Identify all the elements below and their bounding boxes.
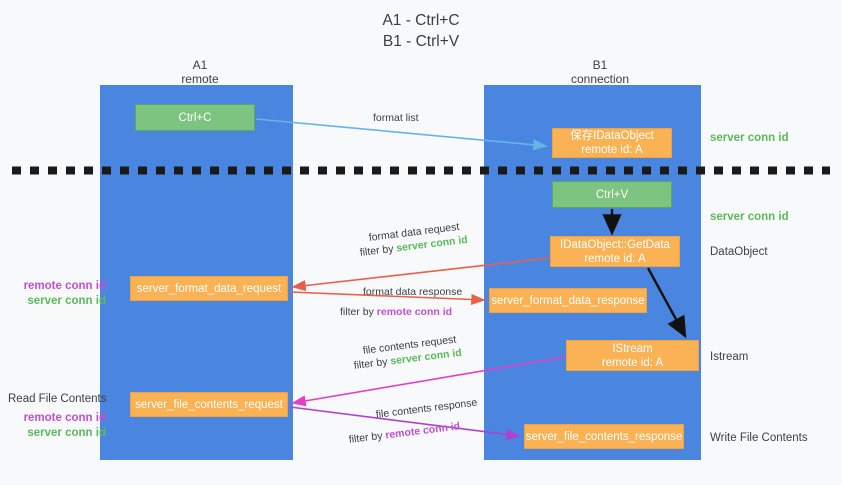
phase-divider xyxy=(12,166,830,175)
edge-label-format-data-response-filter: filter by remote conn id xyxy=(340,305,452,320)
node-server-format-data-request[interactable]: server_format_data_request xyxy=(130,276,288,301)
node-server-file-contents-response[interactable]: server_file_contents_response xyxy=(524,424,684,449)
annotation-server-conn-id-1: server conn id xyxy=(27,295,106,307)
node-server-format-data-response[interactable]: server_format_data_response xyxy=(489,288,647,313)
annotation-server-conn-id-mid: server conn id xyxy=(710,211,789,223)
node-istream[interactable]: IStream remote id: A xyxy=(566,340,699,371)
annotation-remote-conn-id-2: remote conn id xyxy=(23,412,106,424)
node-idataobject[interactable]: 保存IDataObject remote id: A xyxy=(552,128,672,158)
page-title: A1 - Ctrl+C B1 - Ctrl+V xyxy=(382,12,460,50)
annotation-dataobject: DataObject xyxy=(710,246,768,258)
annotation-istream: Istream xyxy=(710,351,749,363)
node-idataobject-getdata[interactable]: IDataObject::GetData remote id: A xyxy=(550,236,680,267)
node-server-file-contents-request[interactable]: server_file_contents_request xyxy=(130,392,288,417)
filter-value-remote-conn-id: remote conn id xyxy=(376,306,453,318)
annotation-read-file-contents: Read File Contents xyxy=(8,393,107,405)
annotation-conn-ids-format: remote conn id server conn id xyxy=(8,279,106,309)
annotation-server-conn-id-2: server conn id xyxy=(27,427,106,439)
annotation-server-conn-id-top: server conn id xyxy=(710,132,789,144)
filter-prefix: filter by xyxy=(353,355,392,372)
filter-prefix: filter by xyxy=(359,242,398,259)
edge-label-format-data-response: format data response xyxy=(363,286,463,298)
annotation-write-file-contents: Write File Contents xyxy=(710,432,808,444)
lane-header-a1: A1 remote xyxy=(181,58,219,86)
edge-label-format-list: format list xyxy=(373,112,419,124)
filter-prefix: filter by xyxy=(340,306,377,318)
lane-header-b1: B1 connection xyxy=(570,58,630,86)
node-ctrl-c[interactable]: Ctrl+C xyxy=(135,104,255,131)
annotation-conn-ids-file: remote conn id server conn id xyxy=(8,411,106,441)
node-ctrl-v[interactable]: Ctrl+V xyxy=(552,181,672,208)
annotation-remote-conn-id-1: remote conn id xyxy=(23,280,106,292)
filter-prefix: filter by xyxy=(348,429,387,446)
